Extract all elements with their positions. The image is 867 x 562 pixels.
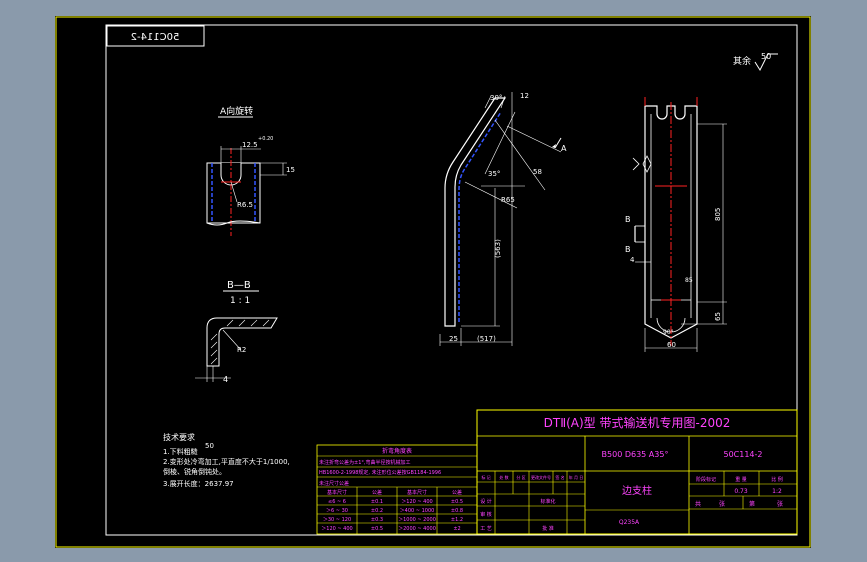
label-approve: 批 准	[542, 525, 554, 532]
rev-hdr: 年 月 日	[569, 474, 584, 480]
dim-a-radius: R6.5	[237, 201, 253, 209]
table-remark-1: 未注折弯公差为±1°,弯曲半径按机械加工	[319, 459, 410, 466]
rev-hdr: 标 记	[481, 474, 490, 480]
dim-b-thick: 4	[223, 375, 228, 384]
label-craft: 工 艺	[480, 526, 492, 532]
notes-line-4: 3.展开长度：2637.97	[163, 479, 234, 488]
spec-text: B500 D635 A35°	[602, 450, 669, 459]
cad-drawing: 50C114-2 其余 50 A向旋转 12.5 +0.20 15 R6.5 B…	[55, 16, 811, 548]
dim-a-depth: 15	[286, 166, 295, 174]
table-remark-2: HB1600-2-1998规定, 未注形位公差按GB1184-1996	[319, 469, 441, 476]
table-cell: ±0.2	[371, 508, 383, 514]
dim-h805: 805	[714, 208, 722, 221]
dim-w517: (517)	[477, 335, 496, 343]
table-cell: ±0.3	[371, 517, 383, 523]
table-title: 折弯角度表	[382, 447, 412, 455]
rev-hdr: 更改文件号	[531, 474, 551, 480]
notes-line-3: 倒棱、锐角倒钝处。	[163, 467, 226, 476]
dim-h65: 65	[714, 312, 722, 321]
rev-hdr: 分 区	[516, 474, 525, 480]
dim-h563: (563)	[494, 239, 502, 258]
stamp-box	[106, 25, 205, 47]
notes-line-1: 1.下料粗糙	[163, 447, 198, 456]
section-marker-b-bottom: B	[625, 245, 631, 254]
hdr-stage: 阶段标记	[696, 476, 716, 483]
table-cell: ±2	[453, 526, 460, 532]
roughness-other-label: 其余	[733, 55, 751, 67]
rev-hdr: 处 数	[499, 474, 508, 480]
front-view-outline	[644, 105, 698, 339]
roughness-symbol-icon	[754, 53, 778, 72]
table-cell: ＞6 ~ 30	[326, 508, 348, 514]
weight-value: 0.73	[734, 488, 748, 495]
side-view-outline	[444, 97, 507, 327]
title-block	[476, 409, 798, 535]
dim-4: 4	[630, 256, 635, 264]
drawing-sheet: 50C114-2 其余 50 A向旋转 12.5 +0.20 15 R6.5 B…	[55, 16, 811, 548]
dim-w25: 25	[449, 335, 458, 343]
notes-line-1-value: 50	[205, 442, 214, 450]
inner-frame	[105, 24, 798, 536]
hdr-sheet: 张	[719, 500, 725, 508]
dim-width-top: 12	[520, 92, 529, 100]
table-cell: ＞120 ~ 400	[321, 526, 352, 532]
notes-line-2: 2.变形处冷弯加工,平直度不大于1/1000,	[163, 457, 290, 466]
dim-angle35: 35°	[488, 170, 500, 178]
view-arrow-a: A	[561, 144, 567, 153]
hdr-no: 第	[749, 500, 755, 508]
drawing-number: 50C114-2	[723, 450, 762, 459]
table-cell: ±0.8	[451, 508, 463, 514]
notes-title: 技术要求	[163, 432, 195, 442]
table-cell: ＞1000 ~ 2000	[398, 517, 436, 523]
table-cell: ±0.5	[451, 499, 463, 505]
main-title: DTⅡ(A)型 带式输送机专用图-2002	[544, 415, 731, 430]
table-cell: ≤6 ~ 6	[328, 499, 346, 505]
table-cell: ±0.5	[371, 526, 383, 532]
table-cell: ＞30 ~ 120	[323, 517, 351, 523]
material: Q235A	[619, 519, 640, 526]
table-col-1: 基本尺寸	[327, 489, 347, 496]
scale-value: 1:2	[772, 488, 782, 495]
label-design: 设 计	[480, 498, 492, 505]
section-b-profile	[206, 317, 278, 367]
table-header: 未注尺寸公差	[319, 480, 349, 487]
hdr-total: 共	[695, 500, 701, 508]
section-marker-b-top: B	[625, 215, 631, 224]
hdr-scale: 比 例	[771, 476, 783, 483]
part-name: 边支柱	[622, 484, 652, 497]
hdr-sheet-2: 张	[777, 500, 783, 508]
dim-angle-top: 30°	[490, 94, 502, 102]
dim-a-tol: +0.20	[258, 136, 273, 142]
dim-w60: 60	[667, 341, 676, 349]
table-cell: ±0.1	[371, 499, 383, 505]
label-review: 审 核	[480, 511, 492, 518]
rev-hdr: 签 名	[555, 474, 564, 480]
outer-frame	[55, 16, 811, 548]
table-cell: ＞400 ~ 1000	[400, 508, 435, 514]
hdr-weight: 重 量	[735, 476, 747, 483]
table-col-3: 基本尺寸	[407, 489, 427, 496]
weld-symbol-icon	[642, 155, 652, 173]
dim-r65: R65	[501, 196, 515, 204]
section-b-scale: 1 : 1	[230, 296, 250, 306]
dim-len58: 58	[533, 168, 542, 176]
table-col-2: 公差	[372, 489, 382, 496]
table-cell: ＞120 ~ 400	[401, 499, 432, 505]
roughness-value: 50	[761, 52, 771, 61]
section-b-title: B—B	[227, 280, 251, 291]
dim-angle90: 90°	[663, 329, 674, 336]
label-std: 标准化	[540, 498, 555, 505]
dim-a-width: 12.5	[242, 141, 258, 149]
table-cell: ＞2000 ~ 4000	[398, 526, 436, 532]
stamp-text: 50C114-2	[131, 32, 180, 43]
table-col-4: 公差	[452, 489, 462, 496]
table-cell: ±1.2	[451, 517, 463, 523]
dim-b-radius: R2	[237, 346, 246, 354]
section-a-title: A向旋转	[220, 105, 253, 117]
dim-h85: 85	[685, 277, 693, 284]
